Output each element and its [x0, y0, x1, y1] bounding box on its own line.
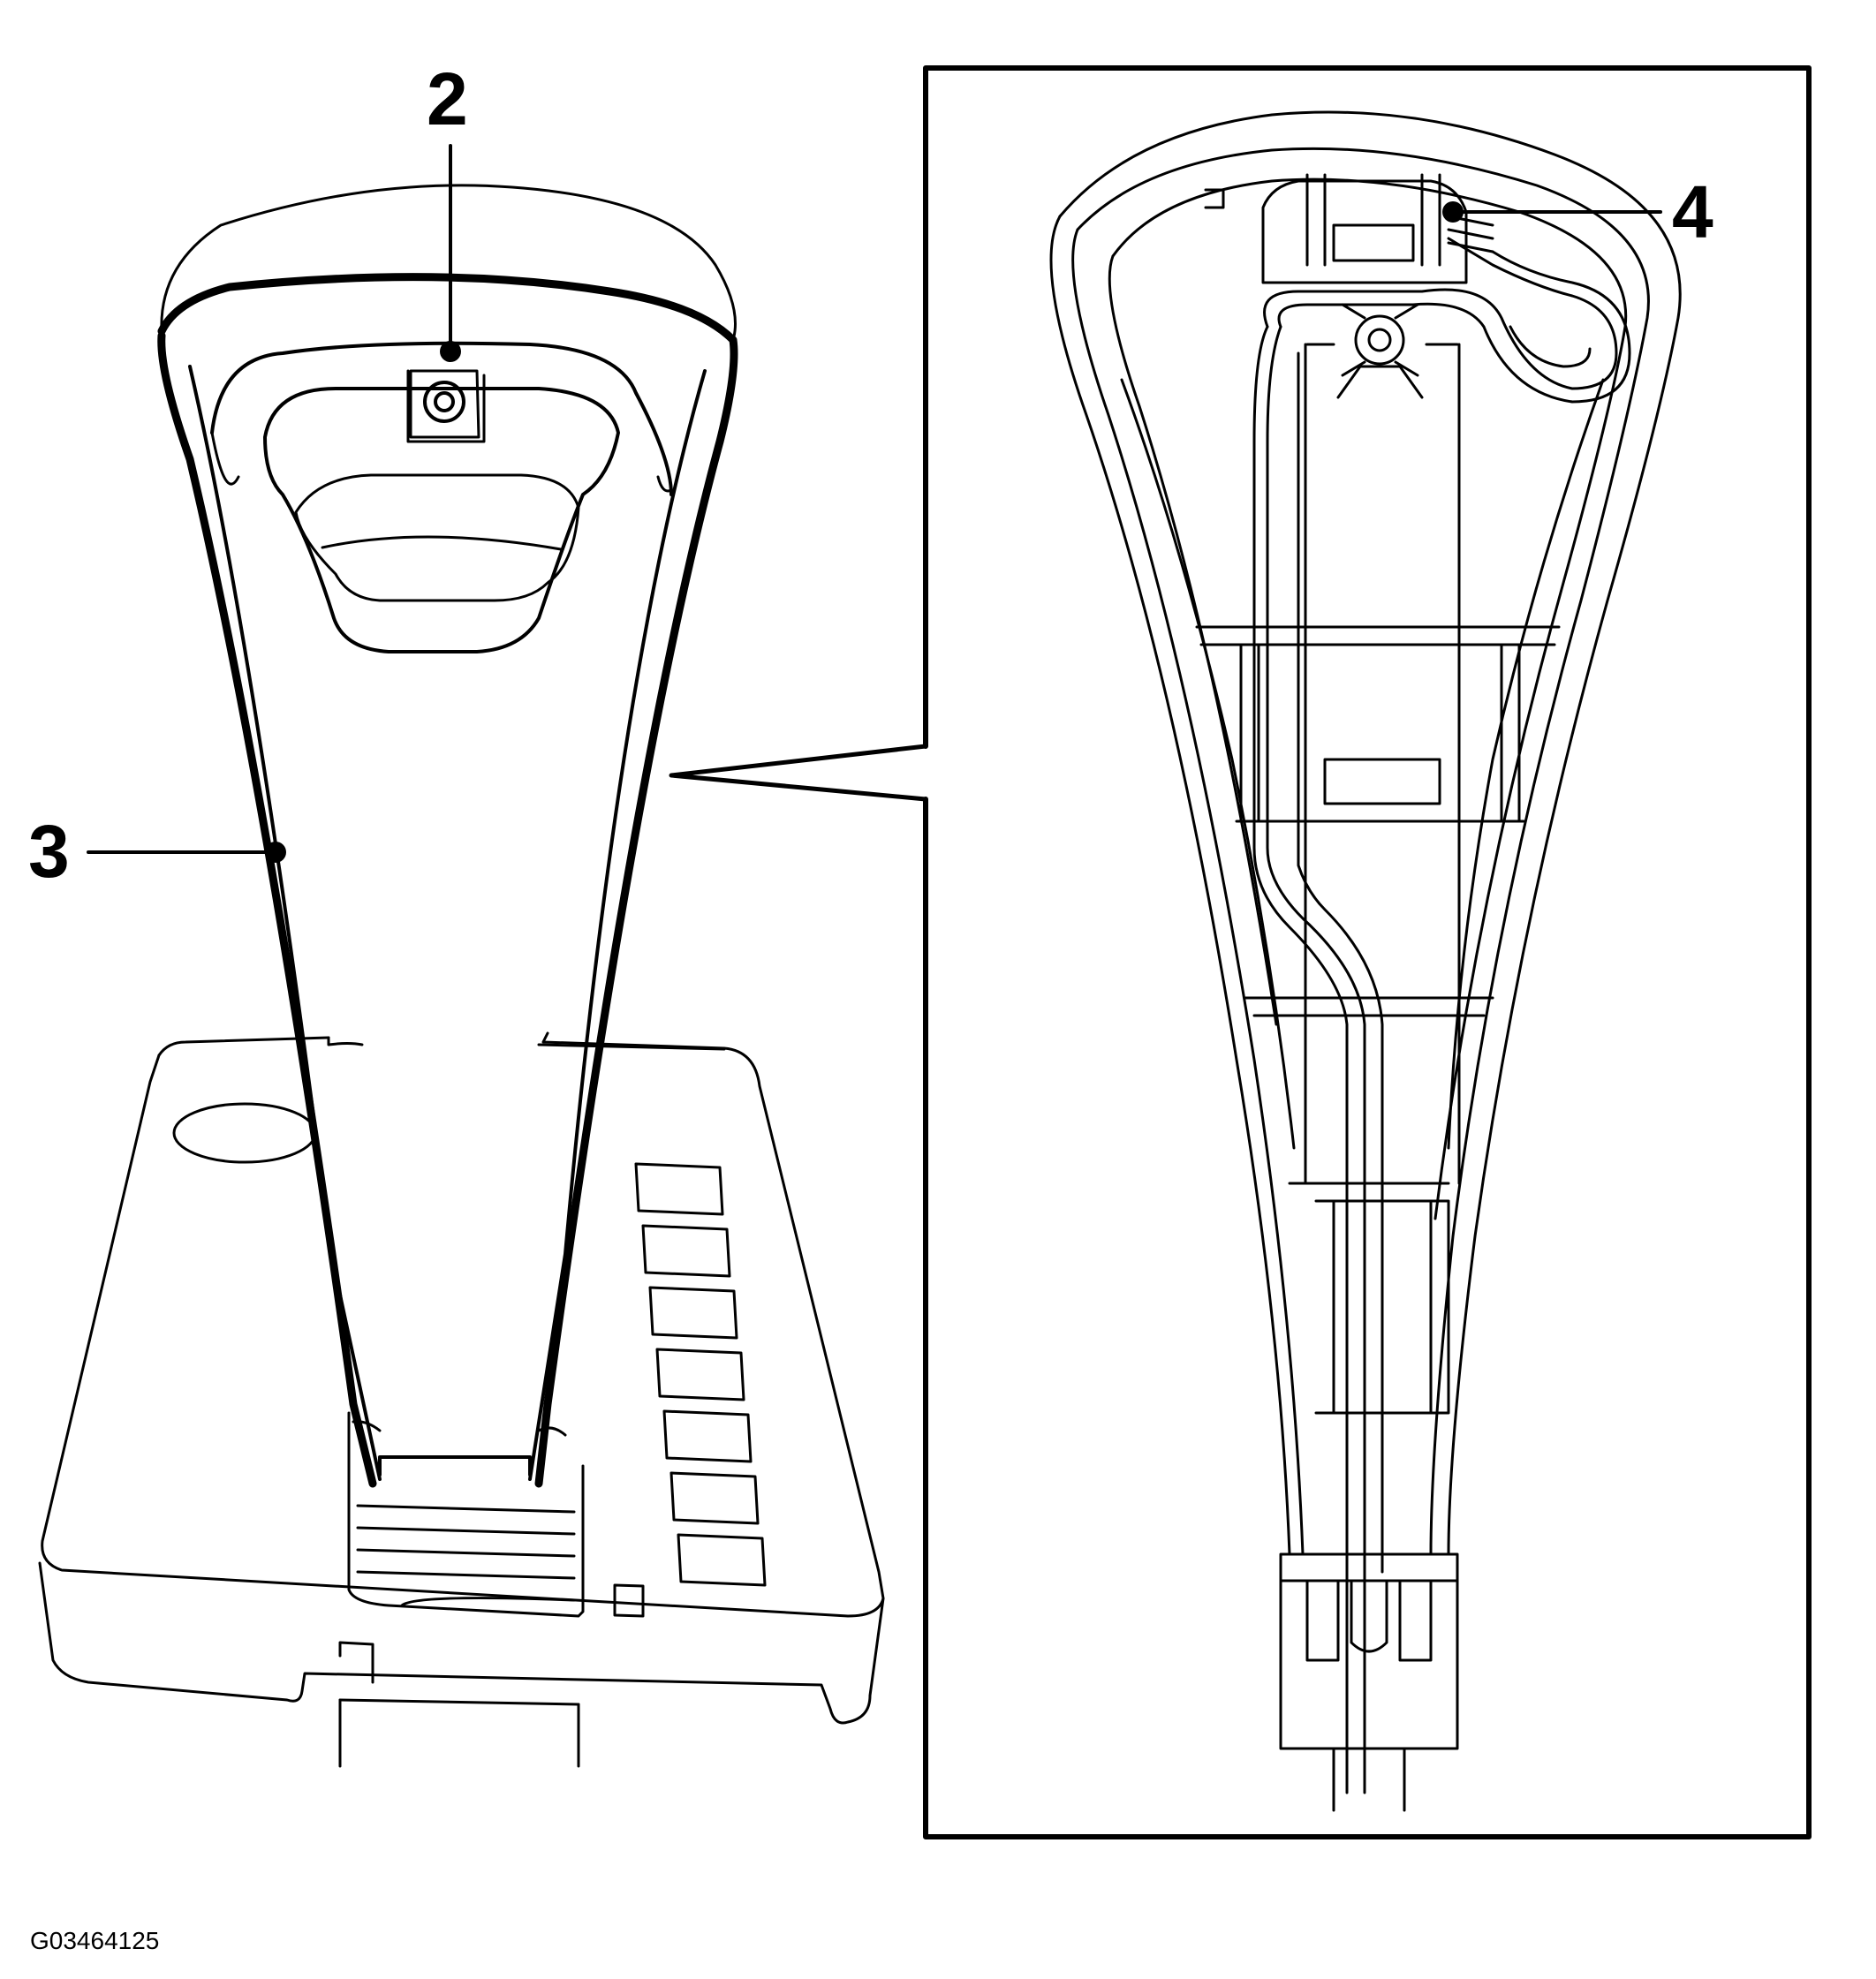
gate-slots [634, 1162, 767, 1587]
callout-leader-3 [87, 842, 286, 863]
detail-knob-cutaway [1049, 110, 1682, 1812]
callout-leader-2 [440, 144, 461, 362]
callout-3-label: 3 [28, 810, 70, 893]
shifter-knob [157, 184, 738, 1488]
detail-pointer [669, 744, 928, 802]
callout-2-label: 2 [427, 57, 468, 140]
detail-frame [923, 65, 1812, 1839]
shifter-base [38, 1031, 885, 1768]
callout-leader-4 [1442, 201, 1662, 223]
callout-4-label: 4 [1672, 170, 1713, 253]
figure-id: G03464125 [30, 1927, 160, 1954]
